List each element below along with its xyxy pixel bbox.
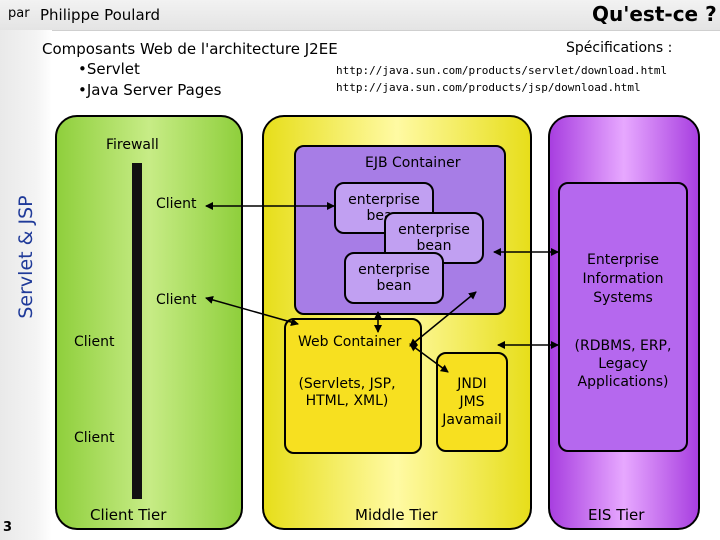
- side-band: [0, 30, 52, 540]
- intro-title: Composants Web de l'architecture J2EE: [42, 40, 338, 58]
- firewall-label: Firewall: [106, 137, 159, 153]
- spec-url-servlet[interactable]: http://java.sun.com/products/servlet/dow…: [336, 64, 668, 77]
- author-prefix: par: [8, 6, 30, 21]
- client-label-inner-1: Client: [156, 196, 197, 212]
- intro-item-jsp: •Java Server Pages: [78, 81, 222, 99]
- client-tier-panel: [55, 115, 243, 530]
- jndi-label: JNDI: [457, 376, 487, 392]
- enterprise-bean-3: enterprise bean: [344, 252, 444, 304]
- tier-label-eis: EIS Tier: [588, 506, 645, 524]
- tier-label-middle: Middle Tier: [355, 506, 438, 524]
- client-label-outer-1: Client: [74, 334, 115, 350]
- eis-examples: (RDBMS, ERP, Legacy Applications): [574, 338, 672, 390]
- section-title: Qu'est-ce ?: [592, 2, 717, 26]
- client-label-inner-2: Client: [156, 292, 197, 308]
- slide-topic-vertical: Servlet & JSP: [15, 195, 37, 319]
- eis-box: [558, 182, 688, 452]
- tier-label-client: Client Tier: [90, 506, 167, 524]
- page-number: 3: [3, 520, 13, 535]
- intro-item-servlet: •Servlet: [78, 60, 140, 78]
- eis-name: Enterprise Information Systems: [582, 252, 664, 306]
- web-container: [284, 318, 422, 454]
- author-name: Philippe Poulard: [40, 6, 161, 24]
- header-bar: [0, 0, 720, 31]
- client-label-outer-2: Client: [74, 430, 115, 446]
- javamail-label: Javamail: [442, 412, 502, 428]
- jms-label: JMS: [459, 394, 485, 410]
- jndi-jms-javamail-box: JNDI JMS Javamail: [436, 352, 508, 452]
- spec-url-jsp[interactable]: http://java.sun.com/products/jsp/downloa…: [336, 81, 641, 94]
- spec-title: Spécifications :: [566, 40, 673, 56]
- firewall-bar: [132, 163, 142, 499]
- ejb-container-label: EJB Container: [365, 155, 461, 171]
- web-container-label: Web Container: [298, 334, 402, 350]
- web-container-description: (Servlets, JSP, HTML, XML): [298, 376, 396, 409]
